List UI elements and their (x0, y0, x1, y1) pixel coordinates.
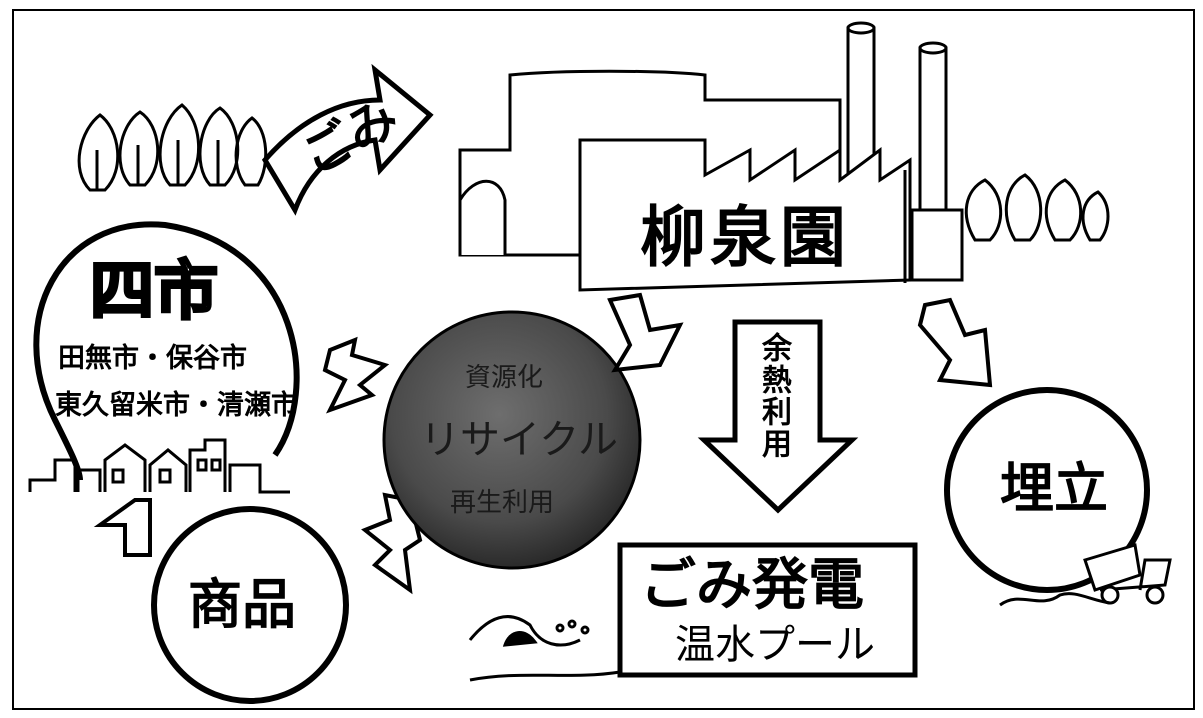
frame (12, 9, 1195, 710)
cities-line1: 田無市・保谷市 (58, 343, 247, 374)
gomi-arrow-icon (261, 63, 434, 216)
swimmer-icon (468, 615, 621, 682)
cities-line2: 東久留米市・清瀬市 (55, 390, 298, 421)
cities-title: 四市 (89, 255, 220, 329)
goods-label: 商品 (188, 573, 296, 636)
arrow-to-recycle-icon (322, 336, 390, 414)
houses-icon (28, 438, 290, 494)
recycle-line1: 資源化 (465, 363, 544, 393)
goods-circle-icon (151, 506, 349, 704)
arrow-goods-to-cities-icon (93, 498, 152, 557)
power-subtitle: 温水プール (675, 622, 875, 668)
recycle-line3: 再生利用 (450, 488, 555, 518)
arrow-to-goods-icon (361, 492, 423, 595)
landfill-label: 埋立 (1000, 457, 1108, 520)
recycle-line2: リサイクル (420, 417, 618, 463)
dump-truck-icon (999, 543, 1172, 607)
plant-name: 柳泉園 (640, 199, 850, 276)
arrow-to-recycle-from-plant-icon (607, 292, 684, 373)
arrow-to-landfill-icon (917, 297, 993, 388)
trees-right-icon (964, 173, 1110, 242)
trees-left-icon (77, 103, 268, 192)
recycle-circle-icon (382, 310, 642, 570)
factory-icon (458, 21, 964, 292)
heat-label: 余熱利用 (756, 332, 791, 460)
power-title: ごみ発電 (640, 553, 864, 618)
cities-circle-icon (33, 221, 300, 481)
landfill-circle-icon (944, 387, 1150, 593)
heat-arrow-icon (697, 319, 859, 514)
power-box (617, 542, 918, 678)
